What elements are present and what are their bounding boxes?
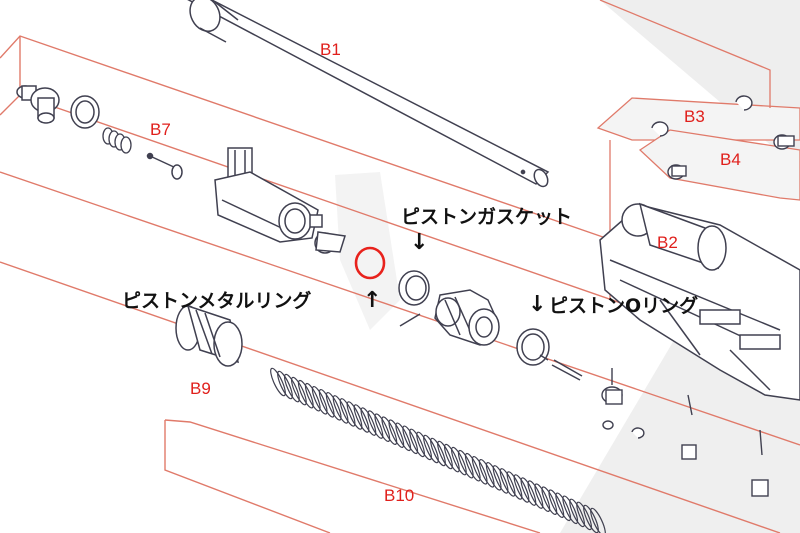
spring-coil [325,392,342,421]
spring-coil [485,462,502,491]
spring-coil [395,422,412,452]
hop-up-chamber [214,147,346,254]
small-parts-b3-b4 [651,95,795,180]
small-parts-lower [601,368,769,497]
spring-coil [339,398,356,427]
spring-coil [283,373,300,403]
spring-coil [381,416,398,445]
piston-o-ring-part [539,354,549,361]
spring-coil [548,489,565,518]
spring-coil [471,456,488,485]
spring-coil [409,428,426,458]
arrow-piston-gasket: ↓ [410,230,429,255]
spring-coil [478,459,495,488]
spring-coil [576,501,593,531]
spring-coil [402,425,419,455]
spring-coil [304,382,321,412]
spring-coil [555,492,572,522]
label-b10: B10 [384,486,415,505]
spring-coil [346,401,363,430]
spring-coil [423,434,439,464]
panel-b10 [164,419,541,533]
spring-coil [457,449,474,479]
label-b3: B3 [684,107,705,126]
spring-coil [450,446,467,476]
label-b9: B9 [190,379,211,398]
piston-assembly [398,270,583,381]
annotation-piston-o-ring: ピストンOリング [549,295,699,317]
spring-coil [527,480,544,509]
label-b4: B4 [720,150,741,169]
label-b1: B1 [320,40,341,59]
spring-coil [590,507,606,533]
piston-metal-ring-highlight [354,246,386,280]
spring-coil [374,413,391,442]
spring-coil [541,486,558,515]
spring-coil [437,440,453,470]
spring-coil [492,465,509,494]
spring-coil [367,410,384,439]
spring-coil [569,498,586,528]
spring-coil [388,419,405,448]
receiver-b2 [599,202,800,401]
spring-coil [332,395,349,424]
spring-coil [270,367,286,397]
spring-coil [290,376,307,406]
label-b2: B2 [657,233,678,252]
spring-coil [513,474,530,503]
spring-coil [562,495,579,525]
spring-coil [318,389,335,418]
cylinder-b9 [175,304,243,367]
spring-coil [297,379,314,409]
spring-coil [416,431,433,461]
arrow-piston-o-ring: ↓ [528,292,547,317]
spring-b10 [270,367,606,533]
spring-coil [506,471,523,500]
spring-coil [520,477,537,506]
spring-coil [277,370,293,400]
spring-coil [443,443,460,473]
arrow-piston-metal-ring: ↑ [363,288,382,313]
spring-coil [430,437,446,467]
barrel-b1 [187,0,550,188]
spring-coil [360,407,377,436]
spring-coil [464,452,481,482]
annotation-piston-metal-ring: ピストンメタルリング [122,290,312,312]
spring-coil [311,386,328,415]
small-parts-b7 [16,85,183,180]
spring-coil [534,483,551,512]
annotation-piston-gasket: ピストンガスケット [401,206,573,228]
spring-coil [353,404,370,433]
spring-coil [499,468,516,497]
label-b7: B7 [150,120,171,139]
